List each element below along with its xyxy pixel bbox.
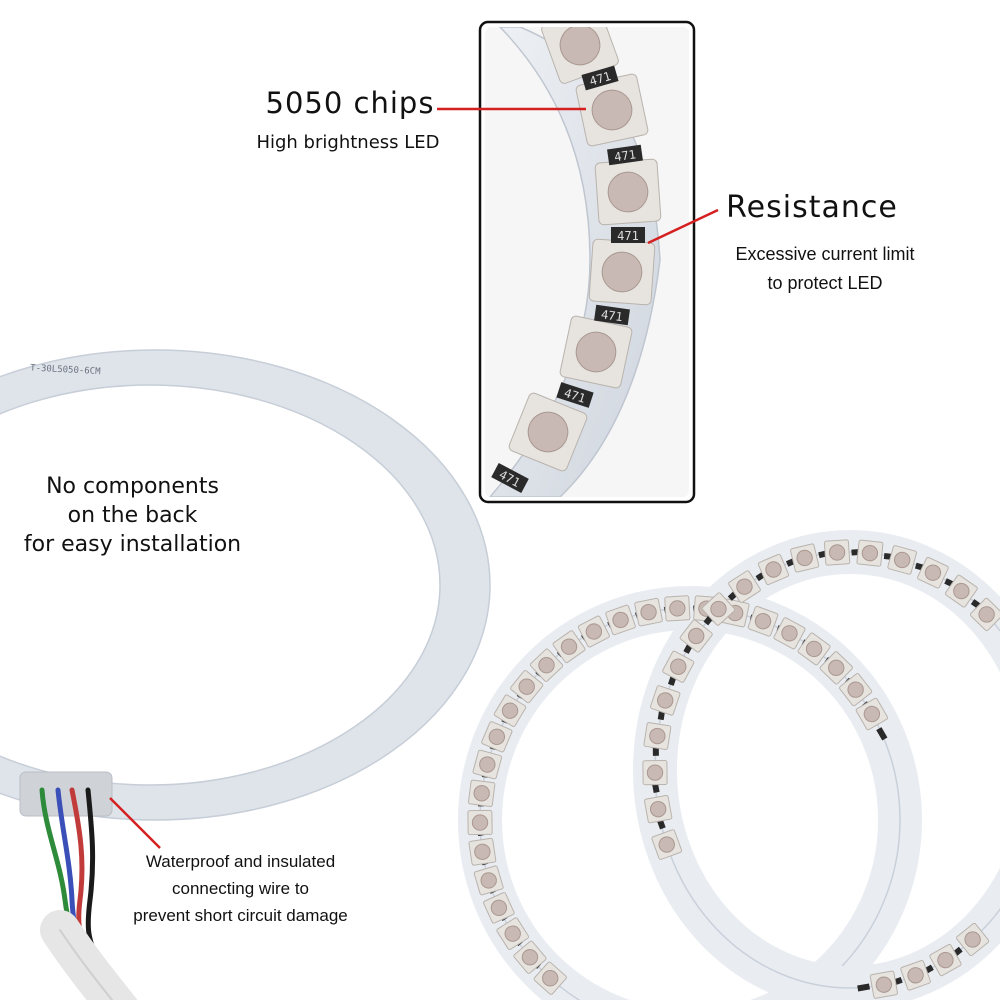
svg-text:471: 471 [613, 147, 636, 164]
led-chip-5050 [839, 673, 873, 707]
led-chip-5050 [575, 73, 649, 147]
led-chip-5050 [510, 670, 544, 704]
led-chip-5050 [944, 574, 978, 608]
callout-wire-line3: prevent short circuit damage [133, 906, 348, 925]
svg-text:471: 471 [617, 229, 639, 243]
svg-text:471: 471 [600, 307, 623, 324]
callout-line-wire [109, 797, 161, 849]
led-chip-5050 [917, 556, 949, 589]
callout-wire-line1: Waterproof and insulated [145, 852, 336, 871]
led-chip-5050 [887, 545, 917, 575]
led-chip-5050 [757, 553, 790, 586]
callout-wire-note: Waterproof and insulated connecting wire… [118, 848, 363, 929]
led-chip-5050 [819, 651, 853, 685]
led-chip-5050 [588, 238, 656, 306]
callout-back-note: No components on the back for easy insta… [10, 472, 255, 559]
callout-chips-subtitle: High brightness LED [256, 132, 440, 153]
callout-chips-title: 5050 chips [265, 86, 435, 120]
resistor-chip [857, 983, 871, 992]
led-chip-5050 [642, 760, 668, 786]
led-chip-5050 [956, 922, 990, 957]
led-chip-5050 [577, 615, 610, 648]
svg-text:471: 471 [588, 69, 613, 88]
led-chip-5050 [529, 648, 564, 682]
led-chip-5050 [643, 722, 672, 750]
callout-back-line2: on the back [67, 503, 198, 528]
cable-sheath [40, 910, 138, 1000]
led-chip-5050 [856, 539, 884, 567]
led-chip-5050 [900, 959, 931, 991]
led-chip-5050 [662, 650, 695, 683]
led-chip-5050 [651, 829, 683, 860]
callout-resistance-line1: Excessive current limit [735, 244, 915, 264]
led-chip-5050 [664, 595, 691, 622]
wire-pad [19, 771, 113, 817]
led-chip-5050 [559, 315, 633, 389]
resistor-chip: 471 [556, 382, 594, 408]
resistor-chip: 471 [611, 227, 645, 243]
callout-back-line3: for easy installation [23, 532, 242, 557]
led-chip-5050 [969, 597, 1000, 632]
connecting-wires [39, 787, 138, 1000]
led-chip-5050 [929, 943, 962, 977]
led-chip-5050 [605, 604, 636, 636]
resistor-chip: 471 [607, 144, 643, 166]
led-chip-5050 [790, 543, 820, 573]
led-chip-5050 [472, 749, 503, 780]
led-chip-5050 [552, 630, 586, 664]
led-chip-5050 [701, 592, 736, 626]
led-chip-5050 [513, 940, 547, 974]
ring-print: T-30L5050-6CM [30, 363, 101, 377]
led-chip-5050 [483, 892, 515, 924]
led-chip-5050 [533, 961, 567, 995]
led-chip-5050 [747, 605, 779, 637]
led-chip-5050 [473, 865, 504, 896]
callout-wire-line2: connecting wire to [171, 879, 310, 898]
led-chip-5050 [508, 392, 588, 472]
bare-ring-back: T-30L5050-6CM [0, 349, 491, 821]
led-rings-pair [458, 530, 1000, 1000]
led-chip-5050 [869, 970, 898, 999]
callout-resistance-text: Excessive current limit to protect LED [700, 240, 950, 298]
resistor-chip: 471 [581, 65, 619, 91]
callout-lines [109, 107, 719, 849]
bare-ring [0, 349, 491, 821]
led-chip-5050 [467, 809, 493, 836]
led-chip-5050 [644, 795, 673, 824]
led-chip-5050 [823, 539, 851, 566]
led-chip-5050 [594, 158, 662, 226]
led-chip-5050 [493, 694, 527, 727]
led-chip-5050 [650, 685, 681, 716]
led-chip-5050 [797, 632, 831, 666]
svg-text:471: 471 [562, 386, 587, 406]
resistor-chip: 471 [594, 304, 630, 326]
callout-resistance-title: Resistance [726, 190, 898, 225]
led-chip-5050 [773, 617, 806, 650]
led-chip-5050 [468, 837, 497, 866]
led-chip-5050 [467, 779, 496, 807]
led-chip-5050 [855, 697, 889, 731]
led-chip-5050 [728, 570, 761, 604]
callout-resistance-line2: to protect LED [767, 273, 883, 293]
callout-back-line1: No components [46, 474, 219, 499]
led-chip-5050 [481, 721, 513, 753]
led-chip-5050 [679, 619, 713, 653]
led-chip-5050 [496, 917, 530, 950]
led-chip-5050 [634, 597, 663, 627]
callout-line-resistance [647, 208, 719, 245]
resistor-chip [876, 727, 888, 741]
